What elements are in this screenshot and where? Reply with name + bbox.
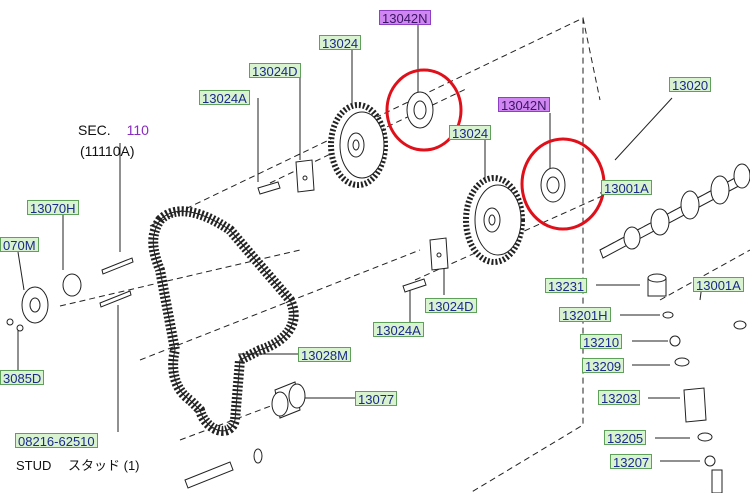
sec-subref: (11110A) [80,143,135,159]
cam-sprocket-lower [463,175,525,265]
label-13024-mid[interactable]: 13024 [449,125,492,141]
bracket-lower [402,237,449,293]
label-13070m[interactable]: 070M [0,237,39,253]
sec-number[interactable]: 110 [126,122,149,138]
stud-note: STUD スタッド (1) [16,458,140,473]
sec-prefix: SEC. [78,122,111,138]
label-13020[interactable]: 13020 [669,77,712,93]
label-13024d-top[interactable]: 13024D [249,63,301,79]
axis-bolt [179,394,301,441]
bracket-upper [257,159,315,195]
label-13028m[interactable]: 13028M [298,347,351,363]
camshaft [599,163,750,259]
label-13209[interactable]: 13209 [582,358,625,374]
axis-upper [269,87,469,184]
label-13024-top[interactable]: 13024 [319,35,362,51]
axis-valve2 [659,249,750,301]
label-13042n-top[interactable]: 13042N [379,10,431,26]
label-13210[interactable]: 13210 [580,334,623,350]
label-13001a-mid[interactable]: 13001A [601,180,652,196]
label-13042n-mid[interactable]: 13042N [498,97,550,113]
cam-sprocket-upper [328,102,388,188]
label-13070h[interactable]: 13070H [27,200,79,216]
label-08216-62510[interactable]: 08216-62510 [15,433,98,449]
label-13203[interactable]: 13203 [598,390,641,406]
cover-edge [582,17,601,101]
label-13085d[interactable]: 3085D [0,370,45,386]
label-13024a-top[interactable]: 13024A [199,90,250,106]
label-13231[interactable]: 13231 [545,278,588,294]
label-13024a-low[interactable]: 13024A [373,322,424,338]
label-13001a-right[interactable]: 13001A [693,277,744,293]
valve-parts [647,273,747,493]
axis-idler [139,249,421,361]
sec-reference: SEC. 110 [78,122,149,138]
tensioner [6,273,82,332]
label-13077[interactable]: 13077 [355,391,398,407]
timing-belt [148,206,299,436]
bottom-bolt [184,448,263,489]
oil-seal-upper [406,91,434,129]
oil-seal-lower [540,167,566,203]
label-13201h[interactable]: 13201H [559,307,611,323]
studs [99,257,134,308]
label-13205[interactable]: 13205 [604,430,647,446]
axis-tensioner [59,249,301,307]
label-13024d-low[interactable]: 13024D [425,298,477,314]
idler-pulley [271,381,306,419]
label-13207[interactable]: 13207 [610,454,653,470]
